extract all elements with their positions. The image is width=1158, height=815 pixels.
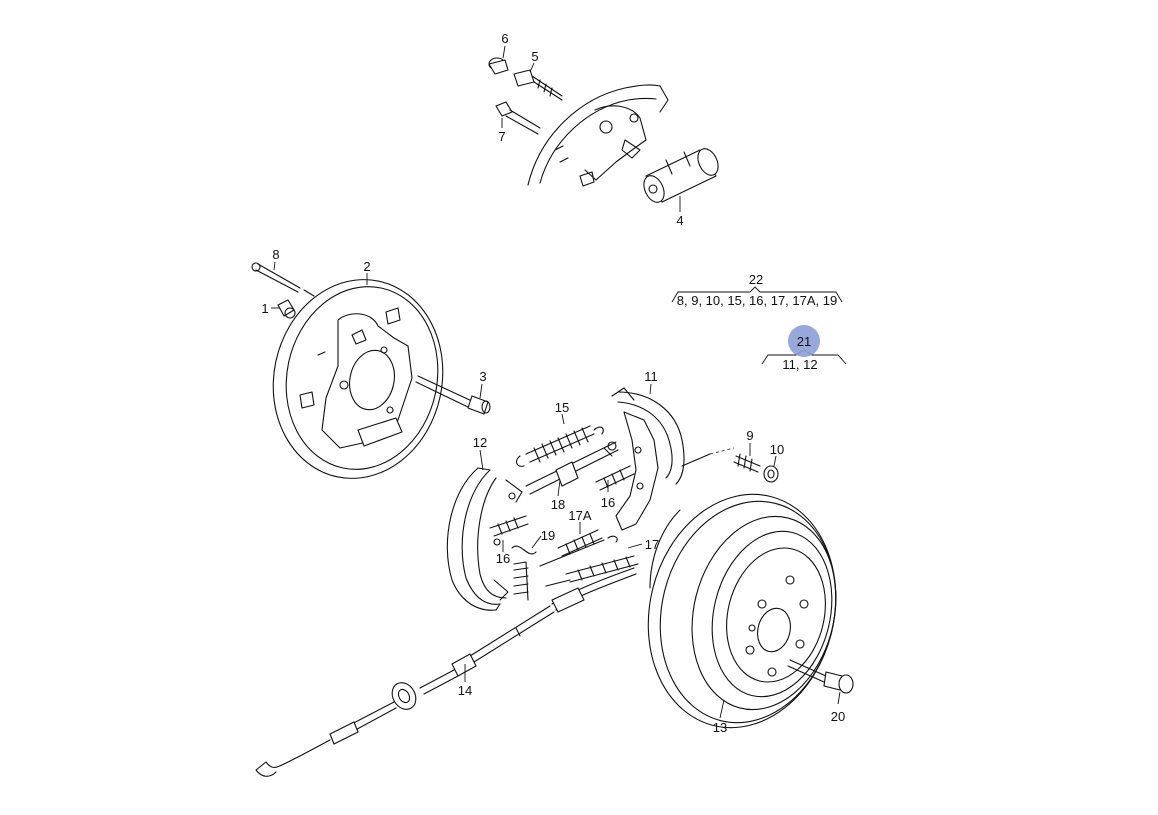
svg-text:2: 2 xyxy=(363,259,370,274)
spring-16-left xyxy=(489,515,529,601)
wheel-bolt-20 xyxy=(787,659,854,694)
kit-21-contents: 11, 12 xyxy=(782,357,817,372)
callout-17A[interactable]: 17A xyxy=(568,508,591,523)
callout-16-left[interactable]: 16 xyxy=(496,551,510,566)
dust-cap-6 xyxy=(488,57,509,75)
svg-text:19: 19 xyxy=(541,528,555,543)
backing-plate xyxy=(272,279,444,479)
svg-text:1: 1 xyxy=(261,301,268,316)
adjuster-strut-18 xyxy=(525,441,619,495)
spring-17A xyxy=(539,529,618,567)
svg-text:6: 6 xyxy=(501,31,508,46)
callout-6[interactable]: 6 xyxy=(501,31,508,46)
svg-text:16: 16 xyxy=(496,551,510,566)
callout-20[interactable]: 20 xyxy=(831,709,845,724)
svg-text:18: 18 xyxy=(551,497,565,512)
callout-19[interactable]: 19 xyxy=(541,528,555,543)
bleeder-screw-5 xyxy=(513,69,563,101)
bolt-7 xyxy=(495,101,541,135)
callout-2[interactable]: 2 xyxy=(363,259,370,274)
svg-text:20: 20 xyxy=(831,709,845,724)
callout-18[interactable]: 18 xyxy=(551,497,565,512)
svg-text:16: 16 xyxy=(601,495,615,510)
spring-19 xyxy=(511,545,537,555)
svg-text:10: 10 xyxy=(770,442,784,457)
svg-text:12: 12 xyxy=(473,435,487,450)
brake-drum xyxy=(647,493,837,729)
callout-7[interactable]: 7 xyxy=(498,129,505,144)
brake-shoe-11 xyxy=(611,387,735,531)
svg-text:8: 8 xyxy=(272,247,279,262)
svg-text:11, 12: 11, 12 xyxy=(782,357,817,372)
brake-shoe-12 xyxy=(446,467,523,611)
callout-22[interactable]: 22 xyxy=(749,272,763,287)
wheel-cylinder xyxy=(643,148,719,203)
callout-1[interactable]: 1 xyxy=(261,301,268,316)
callout-5[interactable]: 5 xyxy=(531,49,538,64)
svg-text:5: 5 xyxy=(531,49,538,64)
spring-16-right xyxy=(595,465,635,491)
leader-lines xyxy=(271,45,841,719)
svg-text:4: 4 xyxy=(676,213,683,228)
callout-14[interactable]: 14 xyxy=(458,683,472,698)
svg-text:13: 13 xyxy=(713,720,727,735)
svg-text:3: 3 xyxy=(479,369,486,384)
svg-text:15: 15 xyxy=(555,400,569,415)
nut-1 xyxy=(277,299,296,319)
callout-10[interactable]: 10 xyxy=(770,442,784,457)
svg-text:21: 21 xyxy=(797,334,811,349)
callout-21[interactable]: 21 xyxy=(797,334,811,349)
callout-13[interactable]: 13 xyxy=(713,720,727,735)
kit-22-bracket xyxy=(671,286,843,303)
bolt-3 xyxy=(415,375,491,415)
callout-12[interactable]: 12 xyxy=(473,435,487,450)
callout-15[interactable]: 15 xyxy=(555,400,569,415)
hold-down-parts-9-10 xyxy=(733,453,779,483)
svg-text:17A: 17A xyxy=(568,508,591,523)
pin-8 xyxy=(251,262,315,297)
kit-22-contents: 8, 9, 10, 15, 16, 17, 17A, 19 xyxy=(677,293,837,308)
callout-9[interactable]: 9 xyxy=(746,428,753,443)
svg-text:8, 9, 10, 15, 16, 17, 17A, 19: 8, 9, 10, 15, 16, 17, 17A, 19 xyxy=(677,293,837,308)
svg-text:14: 14 xyxy=(458,683,472,698)
svg-text:11: 11 xyxy=(644,369,658,384)
parking-brake-cable xyxy=(255,567,637,777)
svg-text:22: 22 xyxy=(749,272,763,287)
callout-4[interactable]: 4 xyxy=(676,213,683,228)
svg-text:7: 7 xyxy=(498,129,505,144)
upper-backing-plate-detail xyxy=(527,84,669,187)
svg-text:17: 17 xyxy=(645,537,659,552)
callout-11[interactable]: 11 xyxy=(644,369,658,384)
callout-3[interactable]: 3 xyxy=(479,369,486,384)
svg-text:9: 9 xyxy=(746,428,753,443)
callout-21-highlight xyxy=(788,325,820,357)
callout-16-right[interactable]: 16 xyxy=(601,495,615,510)
spring-15 xyxy=(515,425,604,467)
spring-17 xyxy=(545,555,639,587)
callout-17[interactable]: 17 xyxy=(645,537,659,552)
callout-8[interactable]: 8 xyxy=(272,247,279,262)
